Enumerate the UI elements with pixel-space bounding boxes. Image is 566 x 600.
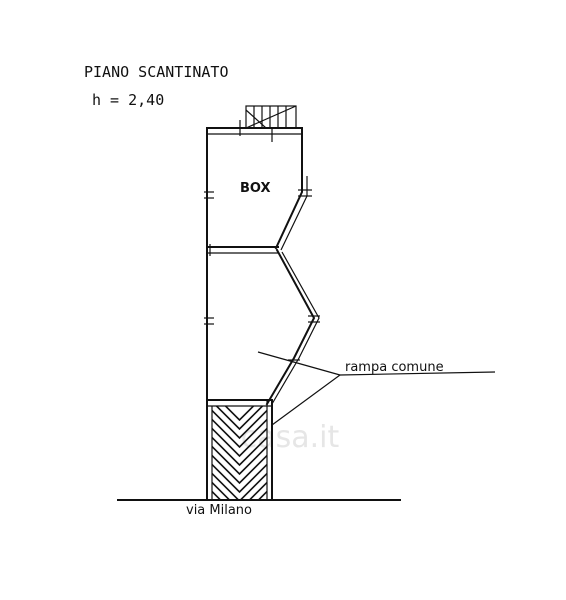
left-wall bbox=[204, 127, 214, 501]
hatch-chevron bbox=[212, 445, 267, 476]
hatch-chevron bbox=[200, 515, 280, 555]
hatch-chevron bbox=[212, 436, 267, 467]
hatch-chevron bbox=[212, 418, 267, 449]
entry-frame bbox=[206, 399, 273, 501]
ramp-label: rampa comune bbox=[345, 360, 444, 375]
hatch-chevron bbox=[212, 427, 267, 458]
top-wall bbox=[206, 120, 303, 142]
hatch-chevron bbox=[212, 463, 267, 494]
box-bottom-wall bbox=[206, 244, 279, 256]
room-label-box: BOX bbox=[240, 181, 271, 196]
plan-title: PIANO SCANTINATO bbox=[84, 63, 229, 81]
hatch-chevron bbox=[212, 490, 267, 500]
box-right-wall bbox=[274, 127, 312, 251]
hatch-chevron bbox=[212, 472, 267, 500]
hatch-chevron bbox=[215, 406, 264, 431]
ramp-leader-lines bbox=[257, 351, 496, 426]
street-label: via Milano bbox=[186, 503, 252, 518]
hatched-entry-block bbox=[200, 406, 280, 555]
hatch-chevron bbox=[224, 406, 255, 422]
hatch-chevron bbox=[212, 409, 267, 440]
ramp-walls bbox=[265, 248, 320, 406]
hatch-chevron bbox=[212, 481, 267, 500]
staircase-symbol bbox=[245, 105, 297, 129]
hatch-chevron bbox=[212, 454, 267, 485]
height-note: h = 2,40 bbox=[92, 91, 164, 109]
